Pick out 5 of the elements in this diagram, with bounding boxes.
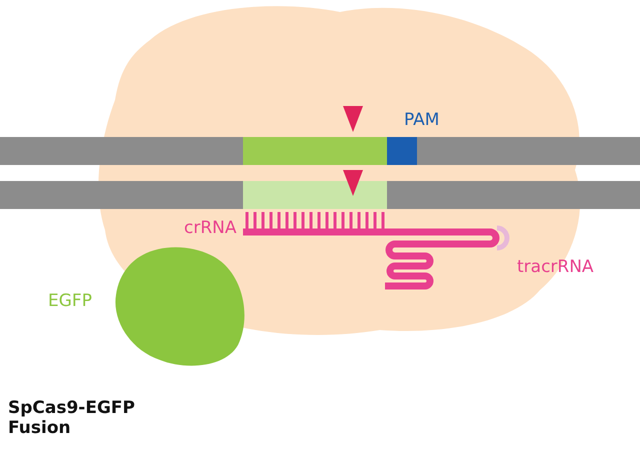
part-label: tracrRNA [517, 257, 594, 277]
part-label: PAM [404, 110, 440, 130]
part-label: EGFP [48, 291, 92, 311]
caption: SpCas9-EGFP Fusion [8, 398, 136, 438]
part-label: crRNA [184, 218, 236, 238]
